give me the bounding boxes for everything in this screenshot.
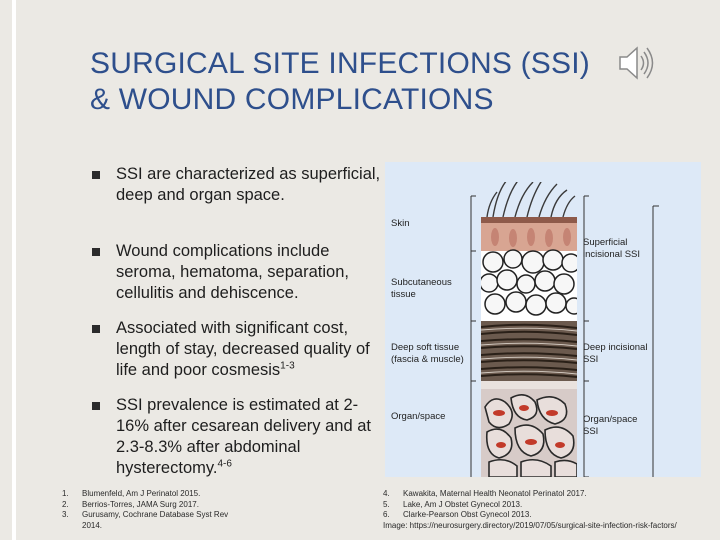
label-deep-tissue-line1: Deep soft tissue: [391, 342, 460, 353]
bullet-square-icon: [92, 325, 100, 333]
bullet-text: Associated with significant cost, length…: [116, 319, 370, 379]
label-deep-ssi-line2: SSI: [583, 354, 599, 365]
label-organ-space-ssi-line2: SSI: [583, 426, 599, 437]
reference-number: 1.: [62, 489, 69, 498]
label-deep-ssi-line1: Deep incisional: [583, 342, 648, 353]
reference-number: 6.: [383, 510, 390, 519]
label-deep-tissue-line2: (fascia & muscle): [391, 354, 464, 365]
bullet-item: Associated with significant cost, length…: [90, 318, 390, 381]
speaker-icon[interactable]: [612, 40, 658, 91]
reference-text: Gurusamy, Cochrane Database Syst Rev: [82, 510, 229, 519]
bullet-square-icon: [92, 171, 100, 179]
label-subcutaneous-line2: tissue: [391, 289, 416, 300]
reference-item: 5. Lake, Am J Obstet Gynecol 2013.: [383, 500, 718, 511]
reference-number: 2.: [62, 499, 69, 509]
reference-item: 2. Berrios-Torres, JAMA Surg 2017.: [62, 500, 312, 511]
reference-text: Blumenfeld, Am J Perinatol 2015.: [82, 489, 201, 498]
bullet-item: SSI prevalence is estimated at 2-16% aft…: [90, 395, 390, 479]
references-right: 4. Kawakita, Maternal Health Neonatol Per…: [383, 489, 718, 531]
citation-superscript: 4-6: [217, 458, 232, 470]
left-accent-bar: [12, 0, 16, 540]
title-line-1: SURGICAL SITE INFECTIONS (SSI): [90, 47, 590, 80]
image-source-credit: Image: https://neurosurgery.directory/20…: [383, 521, 718, 532]
label-skin: Skin: [391, 218, 410, 229]
bullet-square-icon: [92, 402, 100, 410]
title-line-2: & WOUND COMPLICATIONS: [90, 83, 494, 116]
bullet-text: SSI prevalence is estimated at 2-16% aft…: [116, 396, 371, 477]
reference-text: 2014.: [82, 520, 103, 530]
reference-item: 4. Kawakita, Maternal Health Neonatol Per…: [383, 489, 718, 500]
bullet-square-icon: [92, 248, 100, 256]
reference-text: Clarke-Pearson Obst Gynecol 2013.: [403, 510, 532, 519]
ssi-layers-figure: Skin Subcutaneous tissue Deep soft tissu…: [385, 162, 701, 477]
reference-number: 3.: [62, 510, 69, 519]
reference-item: 3. Gurusamy, Cochrane Database Syst Rev: [62, 510, 312, 521]
reference-text: Berrios-Torres, JAMA Surg 2017.: [82, 499, 199, 509]
label-superficial-ssi-line2: incisional SSI: [583, 249, 641, 260]
label-organ-space-ssi-line1: Organ/space: [583, 414, 638, 425]
references-left: 1. Blumenfeld, Am J Perinatol 2015. 2. Ber…: [62, 489, 312, 531]
citation-superscript: 1-3: [280, 360, 295, 372]
bullet-text: SSI are characterized as superficial, de…: [116, 165, 381, 204]
reference-item: 1. Blumenfeld, Am J Perinatol 2015.: [62, 489, 312, 500]
reference-text: Kawakita, Maternal Health Neonatol Perin…: [403, 489, 587, 498]
reference-text: Image: https://neurosurgery.directory/20…: [383, 520, 677, 530]
label-superficial-ssi-line1: Superficial: [583, 237, 628, 248]
label-subcutaneous-line1: Subcutaneous: [391, 277, 452, 288]
reference-text: Lake, Am J Obstet Gynecol 2013.: [403, 499, 523, 509]
reference-number: 5.: [383, 499, 390, 509]
bullet-item: Wound complications include seroma, hema…: [90, 241, 390, 304]
label-organ-space: Organ/space: [391, 411, 446, 422]
bullet-text: Wound complications include seroma, hema…: [116, 242, 349, 302]
reference-item: 6. Clarke-Pearson Obst Gynecol 2013.: [383, 510, 718, 521]
slide-title: SURGICAL SITE INFECTIONS (SSI) & WOUND C…: [90, 46, 650, 118]
reference-number: 4.: [383, 489, 390, 498]
bullet-item: SSI are characterized as superficial, de…: [90, 164, 390, 206]
reference-item: 2014.: [62, 521, 312, 532]
